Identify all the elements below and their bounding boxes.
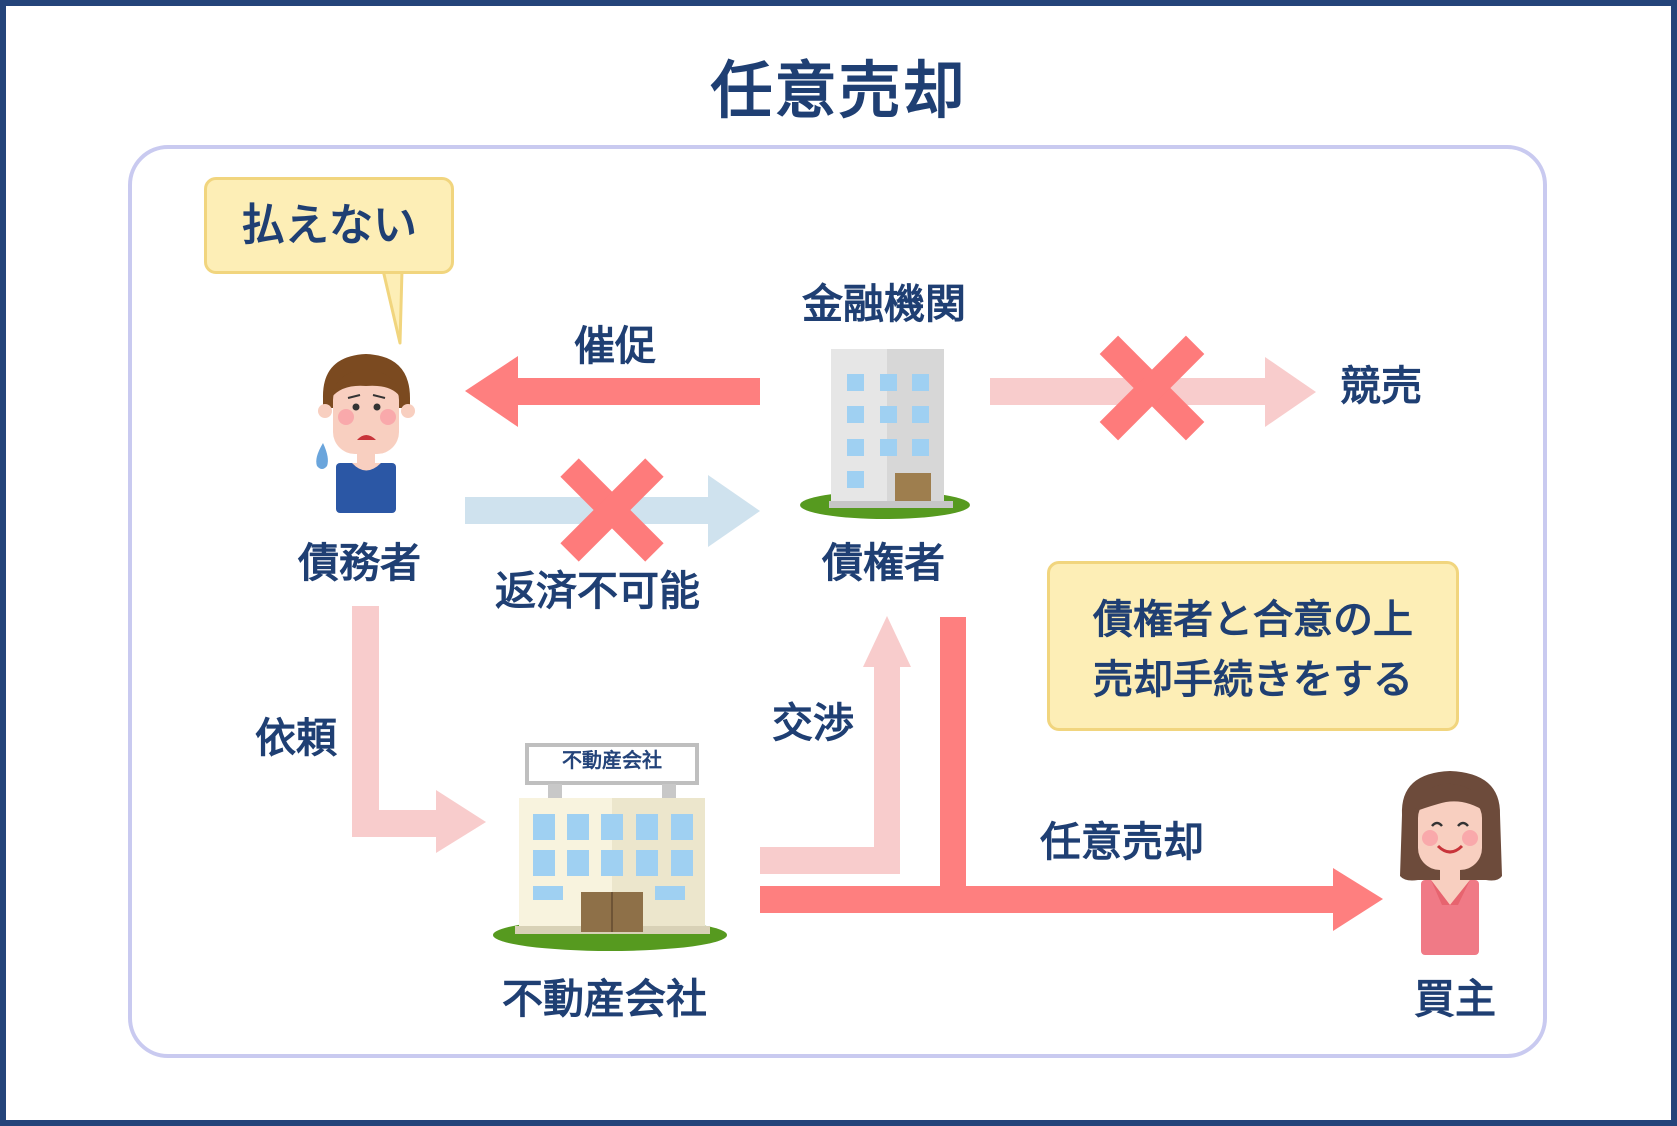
bank-building-icon — [800, 349, 970, 519]
speech-bubble: 払えない — [204, 177, 454, 274]
debtor-label: 債務者 — [298, 539, 421, 587]
creditor-label: 債権者 — [822, 539, 945, 587]
auction-label: 競売 — [1340, 362, 1422, 410]
negotiation-arrow — [760, 616, 911, 874]
negotiation-label: 交渉 — [772, 699, 854, 747]
agreement-note-line2: 売却手続きをする — [1093, 657, 1413, 703]
demand-label: 催促 — [574, 322, 656, 370]
speech-bubble-tail — [381, 265, 404, 345]
voluntary-sale-label: 任意売却 — [1040, 818, 1204, 866]
real-estate-building-icon — [493, 743, 727, 951]
page-title: 任意売却 — [710, 54, 967, 127]
financial-institution-label: 金融機関 — [802, 280, 966, 328]
agreement-note: 債権者と合意の上 売却手続きをする — [1047, 561, 1459, 731]
demand-arrow — [465, 356, 760, 427]
voluntary-sale-arrow — [760, 617, 1383, 931]
real-estate-company-label: 不動産会社 — [502, 975, 707, 1023]
request-arrow — [352, 606, 486, 853]
debtor-icon — [316, 354, 415, 513]
buyer-label: 買主 — [1414, 975, 1496, 1023]
repayment-cross-icon — [560, 458, 664, 562]
agreement-note-line1: 債権者と合意の上 — [1093, 597, 1413, 643]
buyer-icon — [1400, 771, 1502, 955]
request-label: 依頼 — [255, 714, 337, 762]
company-sign-text: 不動産会社 — [562, 748, 662, 772]
cannot-repay-label: 返済不可能 — [495, 567, 700, 615]
auction-cross-icon — [1099, 335, 1205, 441]
